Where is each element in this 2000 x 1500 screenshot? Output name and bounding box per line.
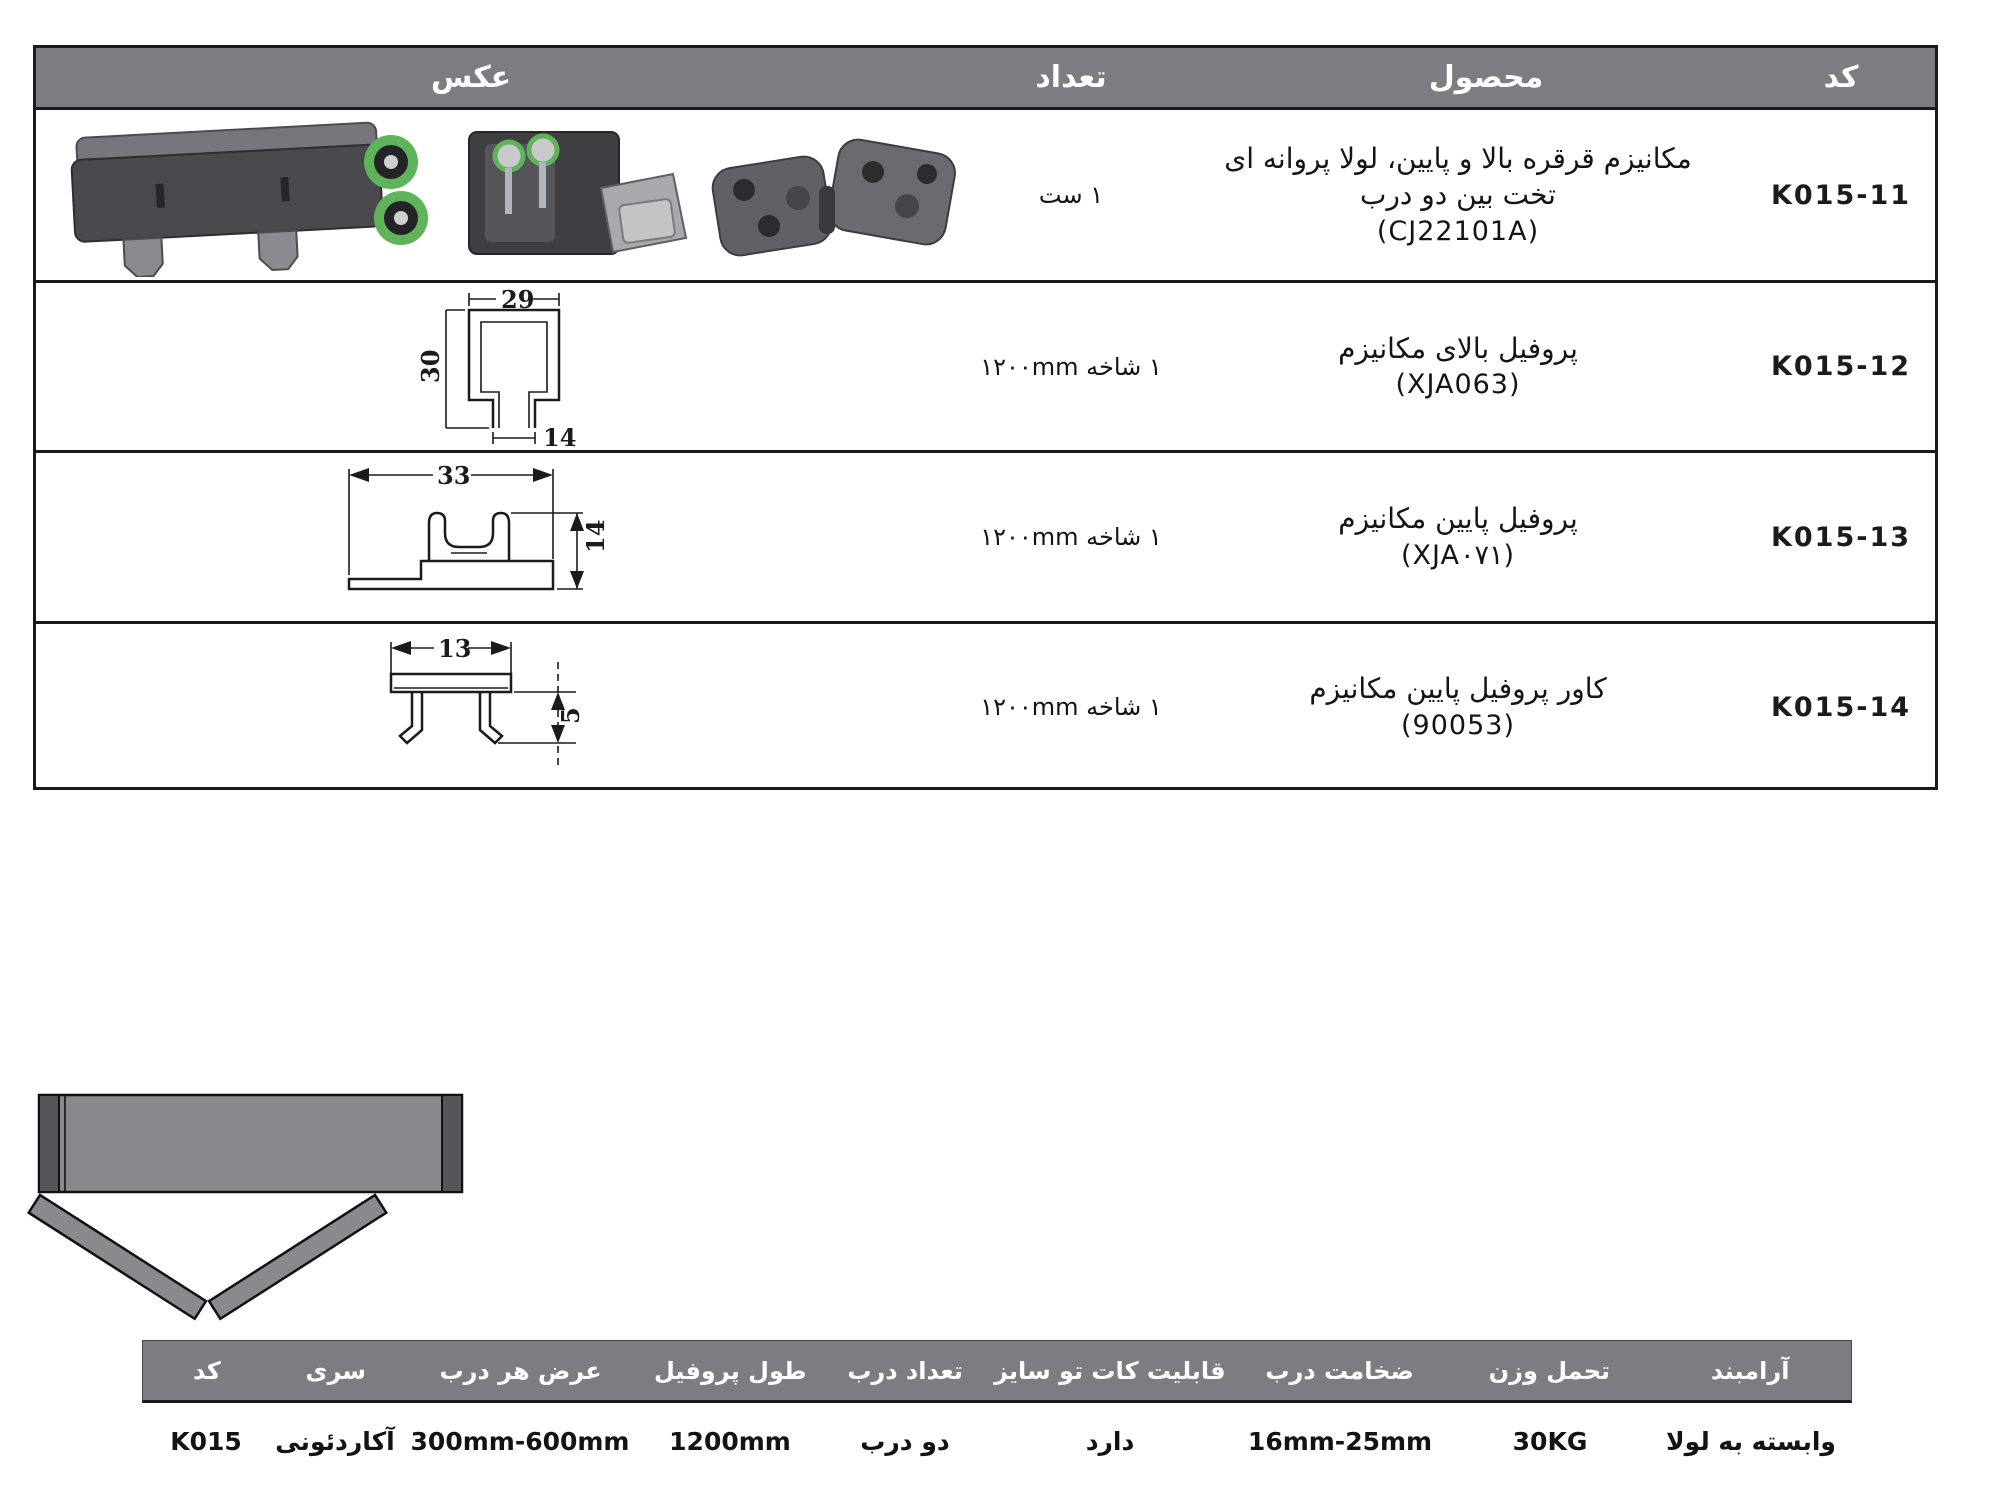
spec-value-series: آکاردئونی [275,1426,395,1456]
spec-header-door-count: تعداد درب [847,1356,963,1385]
folding-door-diagram [25,1080,485,1334]
product-name-line2: تخت بین دو درب [1360,178,1556,212]
code-cell: K015-14 [1770,691,1912,723]
product-cell: کاور پروفیل پایین مکانیزم (90053) [1163,624,1753,790]
qty-cell: ۱ شاخه ۱۲۰۰mm [980,523,1162,551]
top-profile-diagram: 29 30 14 [401,285,601,452]
spec-header-door-width: عرض هر درب [439,1356,602,1385]
spec-value-door-width: 300mm-600mm [410,1426,630,1456]
product-name-line1: کاور پروفیل پایین مکانیزم [1309,672,1607,706]
spec-value-code: K015 [170,1426,242,1456]
dim-30: 30 [416,350,445,383]
code-cell: K015-11 [1770,179,1912,211]
spec-header-weight-capacity: تحمل وزن [1488,1356,1611,1385]
header-code: کد [1823,60,1859,95]
spec-table: کد سری عرض هر درب طول پروفیل تعداد درب ق… [142,1340,1852,1479]
header-qty: تعداد [1035,60,1107,95]
spec-table-header: کد سری عرض هر درب طول پروفیل تعداد درب ق… [142,1340,1852,1403]
roller-unit-front-photo [468,131,688,255]
spec-value-door-thickness: 16mm-25mm [1247,1426,1433,1456]
qty-cell: ۱ ست [1038,181,1104,209]
table-row: 33 14 ۱ شاخه ۱۲۰۰mm پروفیل پایین مکانیزم… [36,450,1935,621]
product-ref-code: (XJA063) [1395,369,1521,401]
dim-33: 33 [437,461,470,490]
product-name-line1: پروفیل پایین مکانیزم [1338,502,1578,536]
folding-door-topview [26,1093,464,1321]
cover-profile-diagram: 13 5 [336,634,616,790]
table-row: 13 5 ۱ شاخه ۱۲۰۰mm کاور پروفیل پایین مکا… [36,621,1935,790]
dim-13: 13 [438,634,471,663]
roller-unit-side-photo [70,121,384,279]
dim-5: 5 [556,707,585,724]
product-name-line1: پروفیل بالای مکانیزم [1338,331,1578,365]
product-cell: مکانیزم قرقره بالا و پایین، لولا پروانه … [1163,110,1753,280]
spec-value-soft-close: وابسته به لولا [1666,1426,1836,1456]
product-cell: پروفیل پایین مکانیزم (XJA۰۷۱) [1163,453,1753,621]
spec-header-series: سری [305,1356,367,1385]
profile-drawing-bottom: 33 14 [347,461,610,591]
bottom-profile-diagram: 33 14 [321,461,631,621]
dim-14: 14 [543,423,576,448]
spec-header-soft-close: آرامبند [1710,1356,1790,1385]
header-product: محصول [1428,60,1544,95]
table-row: ۱ ست مکانیزم قرقره بالا و پایین، لولا پر… [36,110,1935,280]
product-ref-code: (90053) [1401,709,1515,741]
product-table: عکس تعداد محصول کد [33,45,1938,790]
product-photos [61,110,961,280]
profile-drawing-top: 29 30 14 [416,285,576,452]
roller-wheels [364,135,428,245]
spec-header-code: کد [193,1356,221,1385]
product-ref-code: (XJA۰۷۱) [1400,539,1516,571]
qty-cell: ۱ شاخه ۱۲۰۰mm [980,352,1162,381]
spec-value-door-count: دو درب [860,1426,950,1456]
spec-table-values: K015 آکاردئونی 300mm-600mm 1200mm دو درب… [142,1403,1852,1479]
spec-header-door-thickness: ضخامت درب [1265,1356,1414,1385]
code-cell: K015-13 [1770,521,1912,553]
dim-14: 14 [581,520,610,553]
table-row: 29 30 14 ۱ شاخه ۱۲۰۰mm پروفیل بالای مکان… [36,280,1935,452]
product-ref-code: (CJ22101A) [1376,215,1540,247]
spec-header-cut-to-size: قابلیت کات تو سایز [994,1356,1226,1385]
product-name-line1: مکانیزم قرقره بالا و پایین، لولا پروانه … [1224,142,1692,176]
header-photo: عکس [430,60,512,95]
butterfly-hinge-photo [711,138,956,257]
spec-value-profile-length: 1200mm [669,1426,791,1456]
product-table-header: عکس تعداد محصول کد [36,48,1935,110]
spec-value-weight-capacity: 30KG [1512,1426,1588,1456]
profile-drawing-cover: 13 5 [389,634,585,766]
code-cell: K015-12 [1770,351,1912,382]
qty-cell: ۱ شاخه ۱۲۰۰mm [980,693,1162,721]
spec-value-cut-to-size: دارد [1085,1426,1135,1456]
roller-mechanism-photos [70,121,956,279]
spec-header-profile-length: طول پروفیل [654,1356,807,1385]
product-cell: پروفیل بالای مکانیزم (XJA063) [1163,283,1753,450]
